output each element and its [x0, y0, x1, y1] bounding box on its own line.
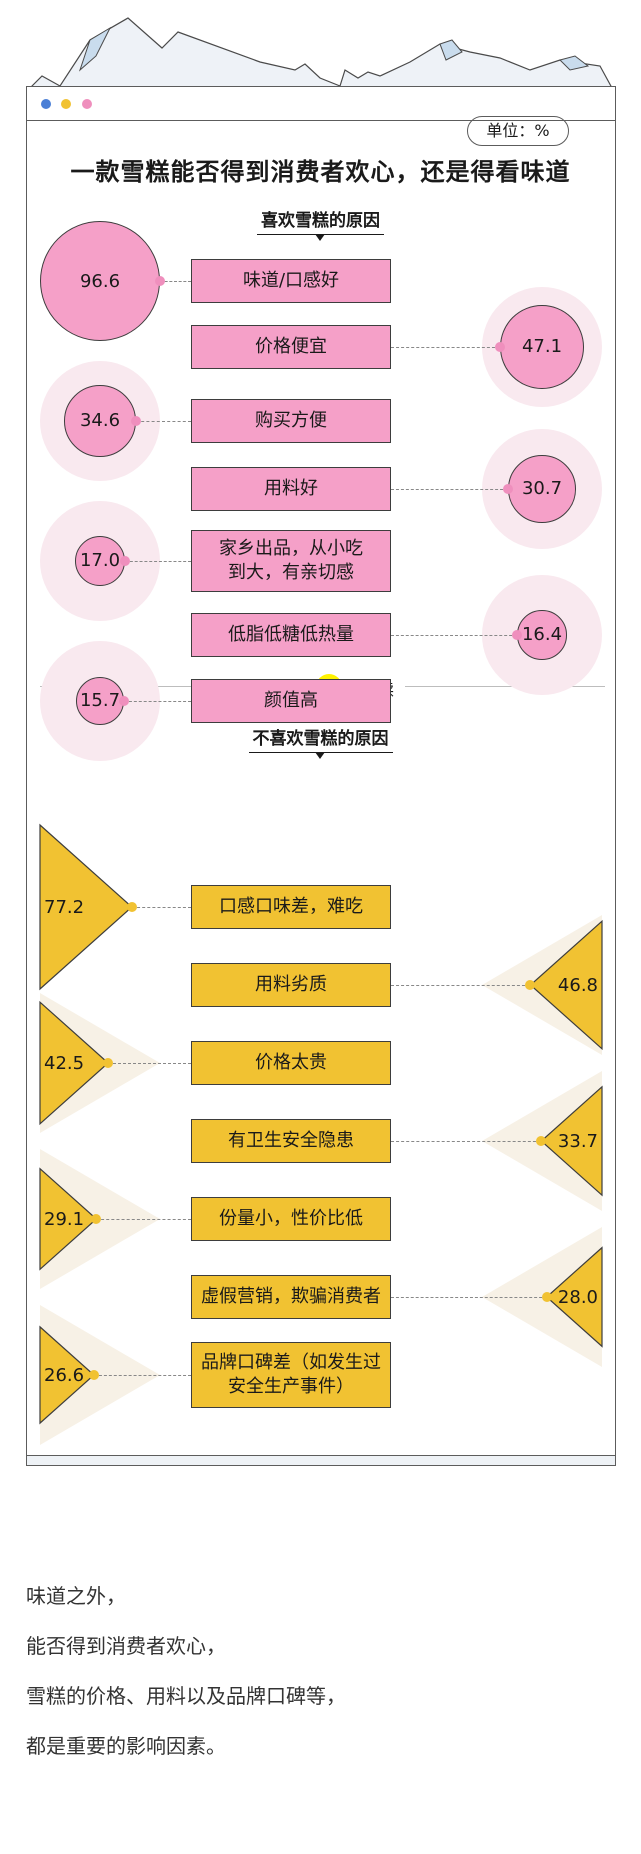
like-reason-label: 用料好	[191, 467, 391, 511]
like-connector-dot	[155, 276, 165, 286]
like-connector-line	[391, 489, 509, 490]
dislike-connector-line	[93, 1375, 191, 1376]
like-value-bubble: 96.6	[40, 221, 160, 341]
dislike-reason-label: 品牌口碑差（如发生过安全生产事件）	[191, 1342, 391, 1408]
dislike-connector-dot	[91, 1214, 102, 1224]
like-reason-label: 购买方便	[191, 399, 391, 443]
like-reason-label: 家乡出品，从小吃到大，有亲切感	[191, 530, 391, 592]
caption-line-3: 雪糕的价格、用料以及品牌口碑等，	[26, 1684, 346, 1708]
unit-badge: 单位：%	[467, 116, 569, 146]
caption-line-4: 都是重要的影响因素。	[26, 1734, 226, 1758]
dislike-reason-label: 份量小，性价比低	[191, 1197, 391, 1241]
mountain-range-decoration	[28, 17, 614, 89]
dislike-connector-line	[391, 1297, 547, 1298]
like-connector-dot	[512, 630, 523, 640]
like-reason-label: 味道/口感好	[191, 259, 391, 303]
likes-section-arrow	[315, 234, 325, 241]
like-value-bubble: 15.7	[75, 676, 125, 726]
like-connector-dot	[495, 342, 506, 352]
dislike-reason-label: 价格太贵	[191, 1041, 391, 1085]
dislike-connector-dot	[103, 1058, 114, 1068]
dislike-connector-line	[391, 1141, 542, 1142]
like-value-bubble: 34.6	[64, 385, 136, 457]
dislike-connector-line	[96, 1219, 191, 1220]
like-connector-line	[160, 281, 191, 282]
dislike-connector-dot	[541, 1292, 552, 1302]
like-connector-line	[135, 421, 191, 422]
like-connector-line	[391, 347, 501, 348]
dislike-connector-line	[391, 985, 531, 986]
window-titlebar	[27, 87, 615, 121]
dislike-connector-dot	[536, 1136, 547, 1146]
dislike-reason-label: 虚假营销，欺骗消费者	[191, 1275, 391, 1319]
infographic-title: 一款雪糕能否得到消费者欢心，还是得看味道	[70, 158, 571, 186]
like-value-bubble: 16.4	[517, 610, 567, 660]
dislikes-section-title-text: 不喜欢雪糕的原因	[248, 724, 393, 753]
dislike-reason-label: 有卫生安全隐患	[191, 1119, 391, 1163]
like-connector-dot	[130, 416, 141, 426]
like-value-bubble: 30.7	[508, 455, 576, 523]
like-connector-dot	[119, 696, 130, 706]
like-connector-line	[391, 635, 518, 636]
like-reason-label: 颜值高	[191, 679, 391, 723]
caption-line-2: 能否得到消费者欢心，	[26, 1634, 226, 1658]
caption-line-1: 味道之外，	[26, 1584, 126, 1608]
dislike-connector-dot	[88, 1370, 99, 1380]
like-connector-line	[125, 561, 191, 562]
window-dot-yellow	[61, 99, 71, 109]
like-reason-label: 价格便宜	[191, 325, 391, 369]
window-footer-bar	[27, 1455, 615, 1465]
dislike-connector-dot	[525, 980, 536, 990]
like-value-bubble: 47.1	[500, 305, 584, 389]
brand-divider-right	[405, 686, 605, 687]
dislike-reason-label: 用料劣质	[191, 963, 391, 1007]
like-value-bubble: 17.0	[74, 535, 126, 587]
dislike-connector-line	[131, 907, 191, 908]
like-connector-dot	[503, 484, 514, 494]
window-dot-blue	[41, 99, 51, 109]
likes-section-title-text: 喜欢雪糕的原因	[257, 206, 384, 235]
dislike-reason-label: 口感口味差，难吃	[191, 885, 391, 929]
dislikes-section-arrow	[315, 752, 325, 759]
like-connector-line	[124, 701, 191, 702]
like-reason-label: 低脂低糖低热量	[191, 613, 391, 657]
dislike-connector-dot	[126, 902, 137, 912]
dislike-connector-line	[108, 1063, 191, 1064]
window-dot-pink	[82, 99, 92, 109]
like-connector-dot	[120, 556, 131, 566]
